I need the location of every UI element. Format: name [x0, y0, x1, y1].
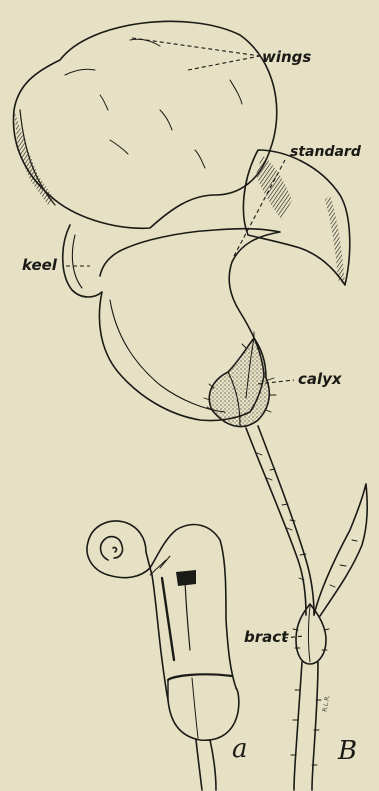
bract-label: bract [244, 630, 288, 645]
calyx-label: calyx [298, 372, 342, 387]
pedicel-stem [246, 428, 306, 615]
main-stem [294, 662, 302, 790]
panel-letter-a: a [232, 736, 248, 762]
leaf-stalk [314, 484, 367, 616]
panel-letter-b: B [338, 738, 357, 764]
standard-label: standard [290, 145, 361, 159]
keel-label: keel [22, 258, 57, 273]
wings-label: wings [262, 50, 311, 65]
wings-leader [188, 56, 260, 70]
